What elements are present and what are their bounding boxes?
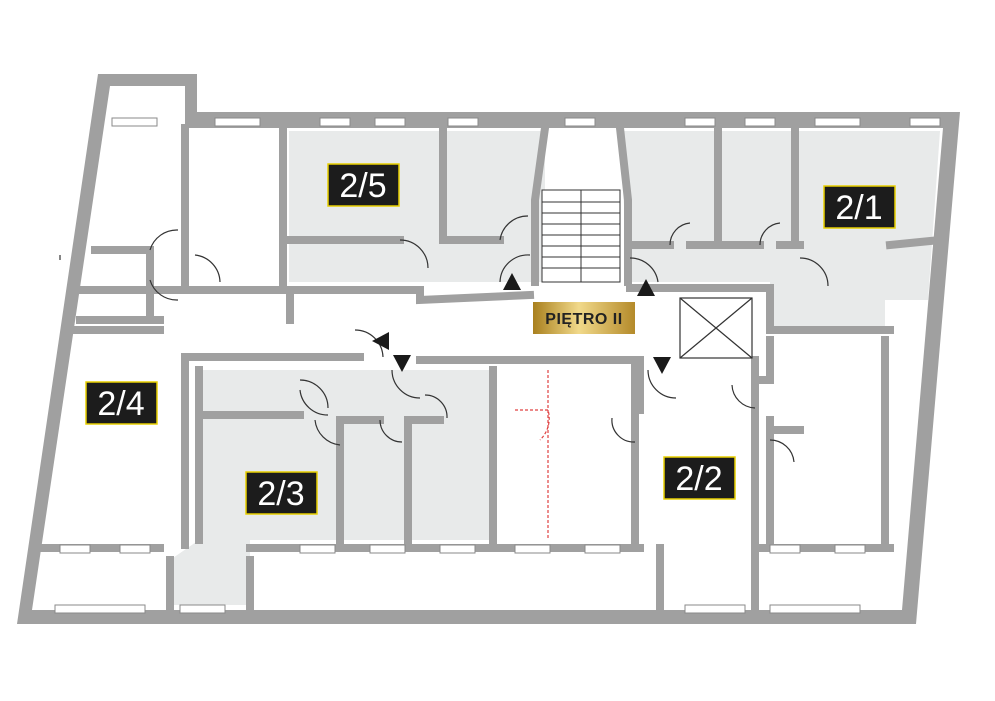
- window: [684, 604, 746, 614]
- entrance-arrow-icon: [503, 273, 521, 290]
- door-arc: [629, 257, 659, 283]
- door-arc: [424, 394, 448, 419]
- window: [214, 117, 261, 127]
- door-arc: [314, 419, 341, 446]
- door-arc: [499, 215, 529, 241]
- windows: [54, 117, 941, 614]
- unit-label-bg: [85, 381, 158, 425]
- window: [374, 117, 406, 127]
- door-arc: [799, 257, 829, 287]
- entrance-arrow-icon: [653, 357, 671, 374]
- doors: [59, 215, 829, 463]
- unit-label-bg: [327, 163, 400, 207]
- staircase-icon: [541, 189, 621, 283]
- window: [684, 117, 716, 127]
- unit-label-2-3: 2/3: [245, 471, 318, 515]
- window: [119, 544, 151, 554]
- unit-label-text: 2/2: [675, 460, 722, 498]
- entrance-arrow-icon: [372, 332, 389, 350]
- window: [59, 544, 91, 554]
- window: [584, 544, 621, 554]
- door-arc: [354, 329, 384, 358]
- wall-corridor-bottom: [66, 326, 774, 414]
- window: [299, 544, 336, 554]
- door-arc: [647, 369, 677, 399]
- window: [834, 544, 866, 554]
- unit-label-2-2: 2/2: [663, 456, 736, 500]
- area-2-1: [620, 131, 940, 330]
- window: [54, 604, 146, 614]
- window: [439, 544, 476, 554]
- unit-label-bg: [663, 456, 736, 500]
- entrance-arrows: [372, 273, 671, 374]
- window: [744, 117, 776, 127]
- door-arc: [499, 254, 531, 283]
- unit-label-text: 2/3: [257, 475, 304, 513]
- window: [814, 117, 861, 127]
- entrance-arrow-icon: [637, 279, 655, 296]
- wall-lower-horizontals: [195, 376, 804, 434]
- door-arc: [669, 222, 691, 246]
- elevator-shaft-icon: [679, 297, 753, 359]
- door-arc: [194, 254, 221, 283]
- wall-left-block: [76, 246, 189, 549]
- door-arc: [379, 419, 403, 443]
- door-arc: [391, 369, 421, 399]
- window: [447, 117, 479, 127]
- door-arc: [769, 439, 795, 463]
- window: [564, 117, 596, 127]
- apartment-areas: [170, 131, 940, 605]
- wall-lower-verticals: [195, 336, 889, 549]
- unit-labels: 2/5 2/1 2/4 2/3 2/2: [85, 163, 896, 515]
- unit-label-2-4: 2/4: [85, 381, 158, 425]
- entrance-arrow-icon: [393, 355, 411, 372]
- unit-label-2-5: 2/5: [327, 163, 400, 207]
- wall-top-horizontals: [91, 235, 945, 254]
- wall-top-verticals: [181, 123, 799, 294]
- window: [319, 117, 351, 127]
- window: [769, 604, 861, 614]
- door-arc: [731, 384, 756, 409]
- door-arc: [759, 222, 781, 246]
- floor-badge: PIĘTRO II: [533, 302, 635, 334]
- stair-steps: [542, 190, 620, 282]
- window: [909, 117, 941, 127]
- unit-label-bg: [823, 185, 896, 229]
- window: [111, 117, 158, 127]
- floor-badge-bg: [533, 302, 635, 334]
- window: [179, 604, 226, 614]
- door-arc: [299, 379, 329, 409]
- door-arc: [611, 417, 636, 443]
- red-door: [515, 370, 550, 540]
- door-arc: [399, 239, 429, 269]
- window: [769, 544, 801, 554]
- unit-label-text: 2/4: [97, 385, 144, 423]
- door-arc: [149, 279, 179, 301]
- window: [369, 544, 406, 554]
- area-2-3: [170, 370, 493, 605]
- unit-label-2-1: 2/1: [823, 185, 896, 229]
- interior-walls: [36, 123, 945, 614]
- door-arc: [149, 229, 179, 251]
- unit-label-text: 2/1: [835, 189, 882, 227]
- window: [514, 544, 551, 554]
- unit-label-bg: [245, 471, 318, 515]
- floor-label: PIĘTRO II: [545, 311, 622, 328]
- unit-label-text: 2/5: [339, 167, 386, 205]
- balcony-top-left: [110, 86, 185, 116]
- red-door-arc: [515, 409, 550, 441]
- door-arc: [299, 389, 329, 416]
